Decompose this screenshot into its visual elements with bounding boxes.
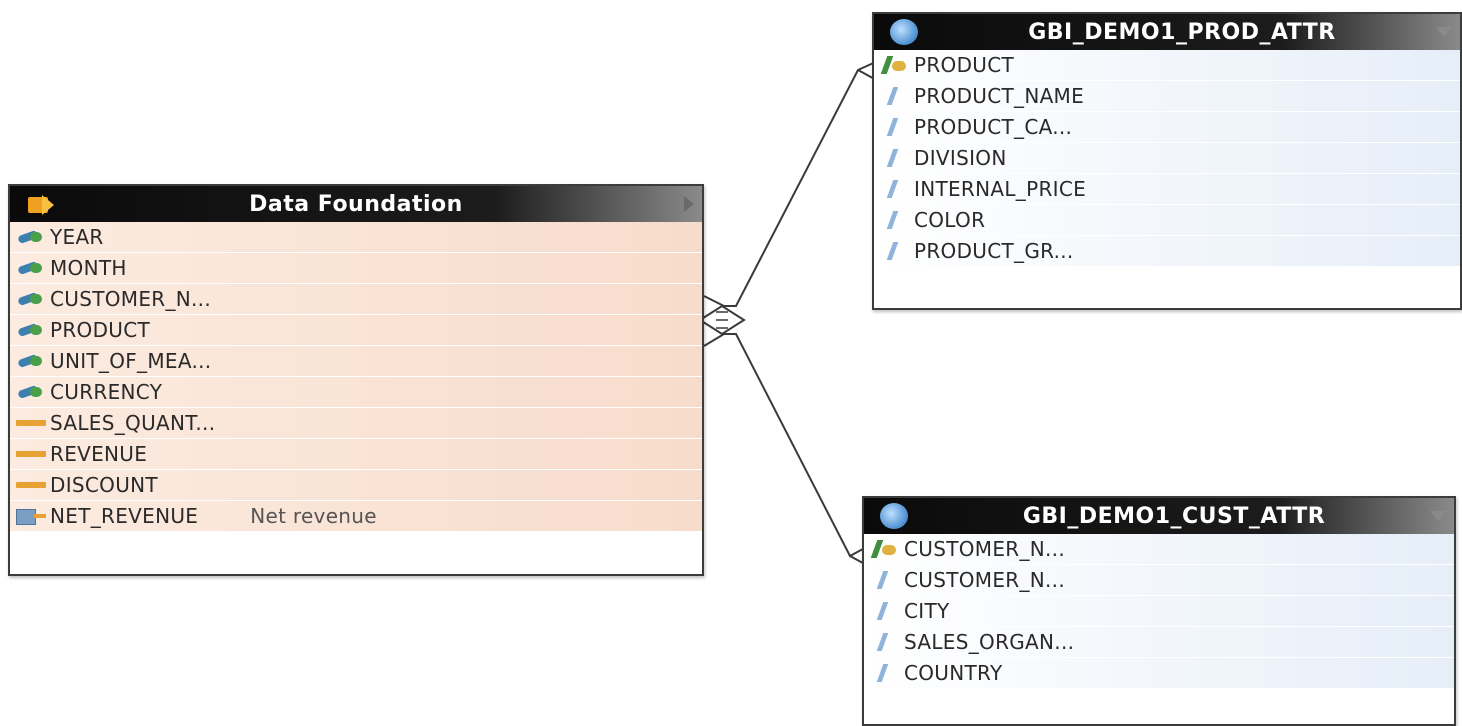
- prod-row-product[interactable]: PRODUCT: [874, 50, 1460, 81]
- dimension-icon: [16, 258, 50, 278]
- attribute-icon: [870, 663, 904, 683]
- row-label: NET_REVENUE: [50, 504, 199, 528]
- attribute-icon: [880, 179, 914, 199]
- cust-attr-title: GBI_DEMO1_CUST_ATTR: [1022, 503, 1326, 529]
- dropdown-arrow-icon[interactable]: [1430, 511, 1446, 521]
- dimension-icon: [16, 289, 50, 309]
- cube-icon: [880, 503, 908, 529]
- cust-row-country[interactable]: COUNTRY: [864, 658, 1454, 689]
- dropdown-arrow-icon[interactable]: [1436, 27, 1452, 37]
- prod-attr-title: GBI_DEMO1_PROD_ATTR: [1028, 19, 1336, 45]
- prod-row-product-group[interactable]: PRODUCT_GR...: [874, 236, 1460, 267]
- dimension-icon: [16, 382, 50, 402]
- cust-attr-rows: CUSTOMER_N... CUSTOMER_N... CITY SALES_O…: [864, 534, 1454, 689]
- attribute-icon: [870, 632, 904, 652]
- data-foundation-title: Data Foundation: [249, 191, 463, 217]
- data-foundation-rows: YEAR MONTH CUSTOMER_N... PRODUCT UNIT_OF…: [10, 222, 702, 532]
- join-line-customer: [703, 333, 873, 558]
- row-label: CUSTOMER_N...: [904, 537, 1065, 561]
- attribute-icon: [880, 86, 914, 106]
- cust-row-sales-org[interactable]: SALES_ORGAN...: [864, 627, 1454, 658]
- row-label: PRODUCT_CA...: [914, 115, 1073, 139]
- row-label: PRODUCT: [50, 318, 151, 342]
- measure-icon: [16, 413, 50, 433]
- expand-arrow-icon[interactable]: [684, 196, 694, 212]
- df-row-net-revenue[interactable]: NET_REVENUE Net revenue: [10, 501, 702, 532]
- key-attribute-icon: [870, 539, 904, 559]
- cust-attr-table[interactable]: GBI_DEMO1_CUST_ATTR CUSTOMER_N... CUSTOM…: [862, 496, 1456, 726]
- prod-row-internal-price[interactable]: INTERNAL_PRICE: [874, 174, 1460, 205]
- row-label: CURRENCY: [50, 380, 163, 404]
- data-foundation-table[interactable]: Data Foundation YEAR MONTH CUSTOMER_N...…: [8, 184, 704, 576]
- df-row-sales-quantity[interactable]: SALES_QUANT...: [10, 408, 702, 439]
- cube-icon: [890, 19, 918, 45]
- dimension-icon: [16, 320, 50, 340]
- row-label: YEAR: [50, 225, 104, 249]
- row-label: DIVISION: [914, 146, 1007, 170]
- prod-row-color[interactable]: COLOR: [874, 205, 1460, 236]
- calculated-measure-icon: [16, 506, 50, 526]
- row-label: SALES_QUANT...: [50, 411, 216, 435]
- df-row-month[interactable]: MONTH: [10, 253, 702, 284]
- attribute-icon: [870, 570, 904, 590]
- cust-row-city[interactable]: CITY: [864, 596, 1454, 627]
- prod-attr-rows: PRODUCT PRODUCT_NAME PRODUCT_CA... DIVIS…: [874, 50, 1460, 267]
- df-row-revenue[interactable]: REVENUE: [10, 439, 702, 470]
- row-description: Net revenue: [250, 504, 377, 528]
- df-row-customer[interactable]: CUSTOMER_N...: [10, 284, 702, 315]
- row-label: PRODUCT: [914, 53, 1015, 77]
- row-label: COLOR: [914, 208, 986, 232]
- prod-attr-table[interactable]: GBI_DEMO1_PROD_ATTR PRODUCT PRODUCT_NAME…: [872, 12, 1462, 310]
- df-row-year[interactable]: YEAR: [10, 222, 702, 253]
- df-row-unit[interactable]: UNIT_OF_MEA...: [10, 346, 702, 377]
- attribute-icon: [880, 210, 914, 230]
- row-label: PRODUCT_GR...: [914, 239, 1074, 263]
- prod-attr-header[interactable]: GBI_DEMO1_PROD_ATTR: [874, 14, 1460, 50]
- cust-row-customer-key[interactable]: CUSTOMER_N...: [864, 534, 1454, 565]
- attribute-icon: [870, 601, 904, 621]
- df-row-discount[interactable]: DISCOUNT: [10, 470, 702, 501]
- attribute-icon: [880, 148, 914, 168]
- key-attribute-icon: [880, 55, 914, 75]
- prod-row-product-name[interactable]: PRODUCT_NAME: [874, 81, 1460, 112]
- row-label: MONTH: [50, 256, 127, 280]
- row-label: CUSTOMER_N...: [904, 568, 1065, 592]
- df-row-product[interactable]: PRODUCT: [10, 315, 702, 346]
- dimension-icon: [16, 227, 50, 247]
- row-label: INTERNAL_PRICE: [914, 177, 1087, 201]
- prod-row-division[interactable]: DIVISION: [874, 143, 1460, 174]
- prod-row-product-category[interactable]: PRODUCT_CA...: [874, 112, 1460, 143]
- row-label: DISCOUNT: [50, 473, 158, 497]
- join-line-product: [703, 59, 881, 307]
- cust-row-customer-name[interactable]: CUSTOMER_N...: [864, 565, 1454, 596]
- dimension-icon: [16, 351, 50, 371]
- row-label: UNIT_OF_MEA...: [50, 349, 212, 373]
- attribute-icon: [880, 117, 914, 137]
- row-label: PRODUCT_NAME: [914, 84, 1085, 108]
- row-label: SALES_ORGAN...: [904, 630, 1075, 654]
- measure-icon: [16, 444, 50, 464]
- row-label: COUNTRY: [904, 661, 1003, 685]
- folder-arrow-icon: [28, 193, 58, 215]
- row-label: REVENUE: [50, 442, 148, 466]
- data-foundation-header[interactable]: Data Foundation: [10, 186, 702, 222]
- df-row-currency[interactable]: CURRENCY: [10, 377, 702, 408]
- attribute-icon: [880, 241, 914, 261]
- measure-icon: [16, 475, 50, 495]
- row-label: CUSTOMER_N...: [50, 287, 211, 311]
- cust-attr-header[interactable]: GBI_DEMO1_CUST_ATTR: [864, 498, 1454, 534]
- row-label: CITY: [904, 599, 950, 623]
